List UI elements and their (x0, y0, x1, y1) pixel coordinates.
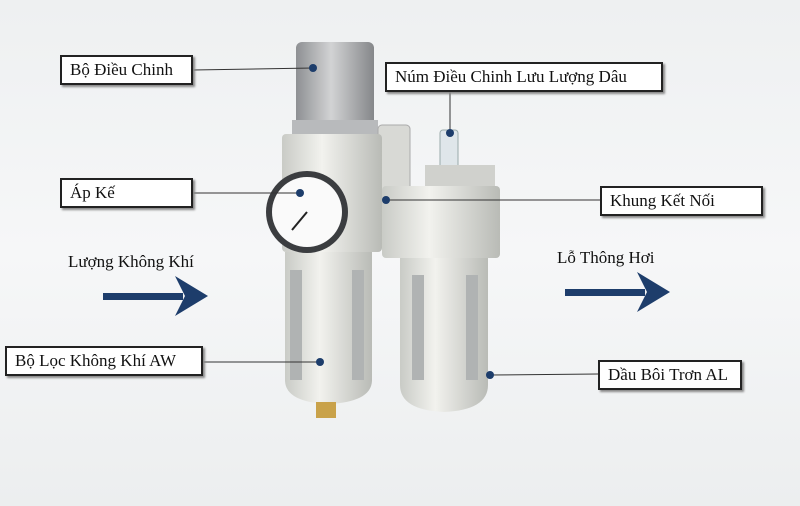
pressure-gauge (266, 171, 348, 253)
dot-gauge (296, 189, 304, 197)
dot-regulator (309, 64, 317, 72)
regulator-knob (292, 42, 378, 134)
label-oil-flow-knob: Núm Điều Chinh Lưu Lượng Dâu (385, 62, 663, 92)
label-lubricator: Dầu Bôi Trơn AL (598, 360, 742, 390)
label-gauge: Áp Kế (60, 178, 193, 208)
dot-lubricator (486, 371, 494, 379)
label-connector-bracket: Khung Kết Nối (600, 186, 763, 216)
label-air-inflow: Lượng Không Khí (68, 252, 194, 271)
dot-oil-knob (446, 129, 454, 137)
label-air-filter: Bộ Lọc Không Khí AW (5, 346, 203, 376)
vent-arrow-icon (565, 272, 670, 312)
air-inflow-arrow-icon (103, 276, 208, 316)
leader-lines (192, 67, 600, 376)
dot-bracket (382, 196, 390, 204)
dot-filter (316, 358, 324, 366)
lubricator (382, 129, 500, 412)
label-regulator: Bộ Điều Chinh (60, 55, 193, 85)
filter-bowl (285, 252, 372, 418)
label-vent-hole: Lỗ Thông Hơi (557, 248, 655, 267)
